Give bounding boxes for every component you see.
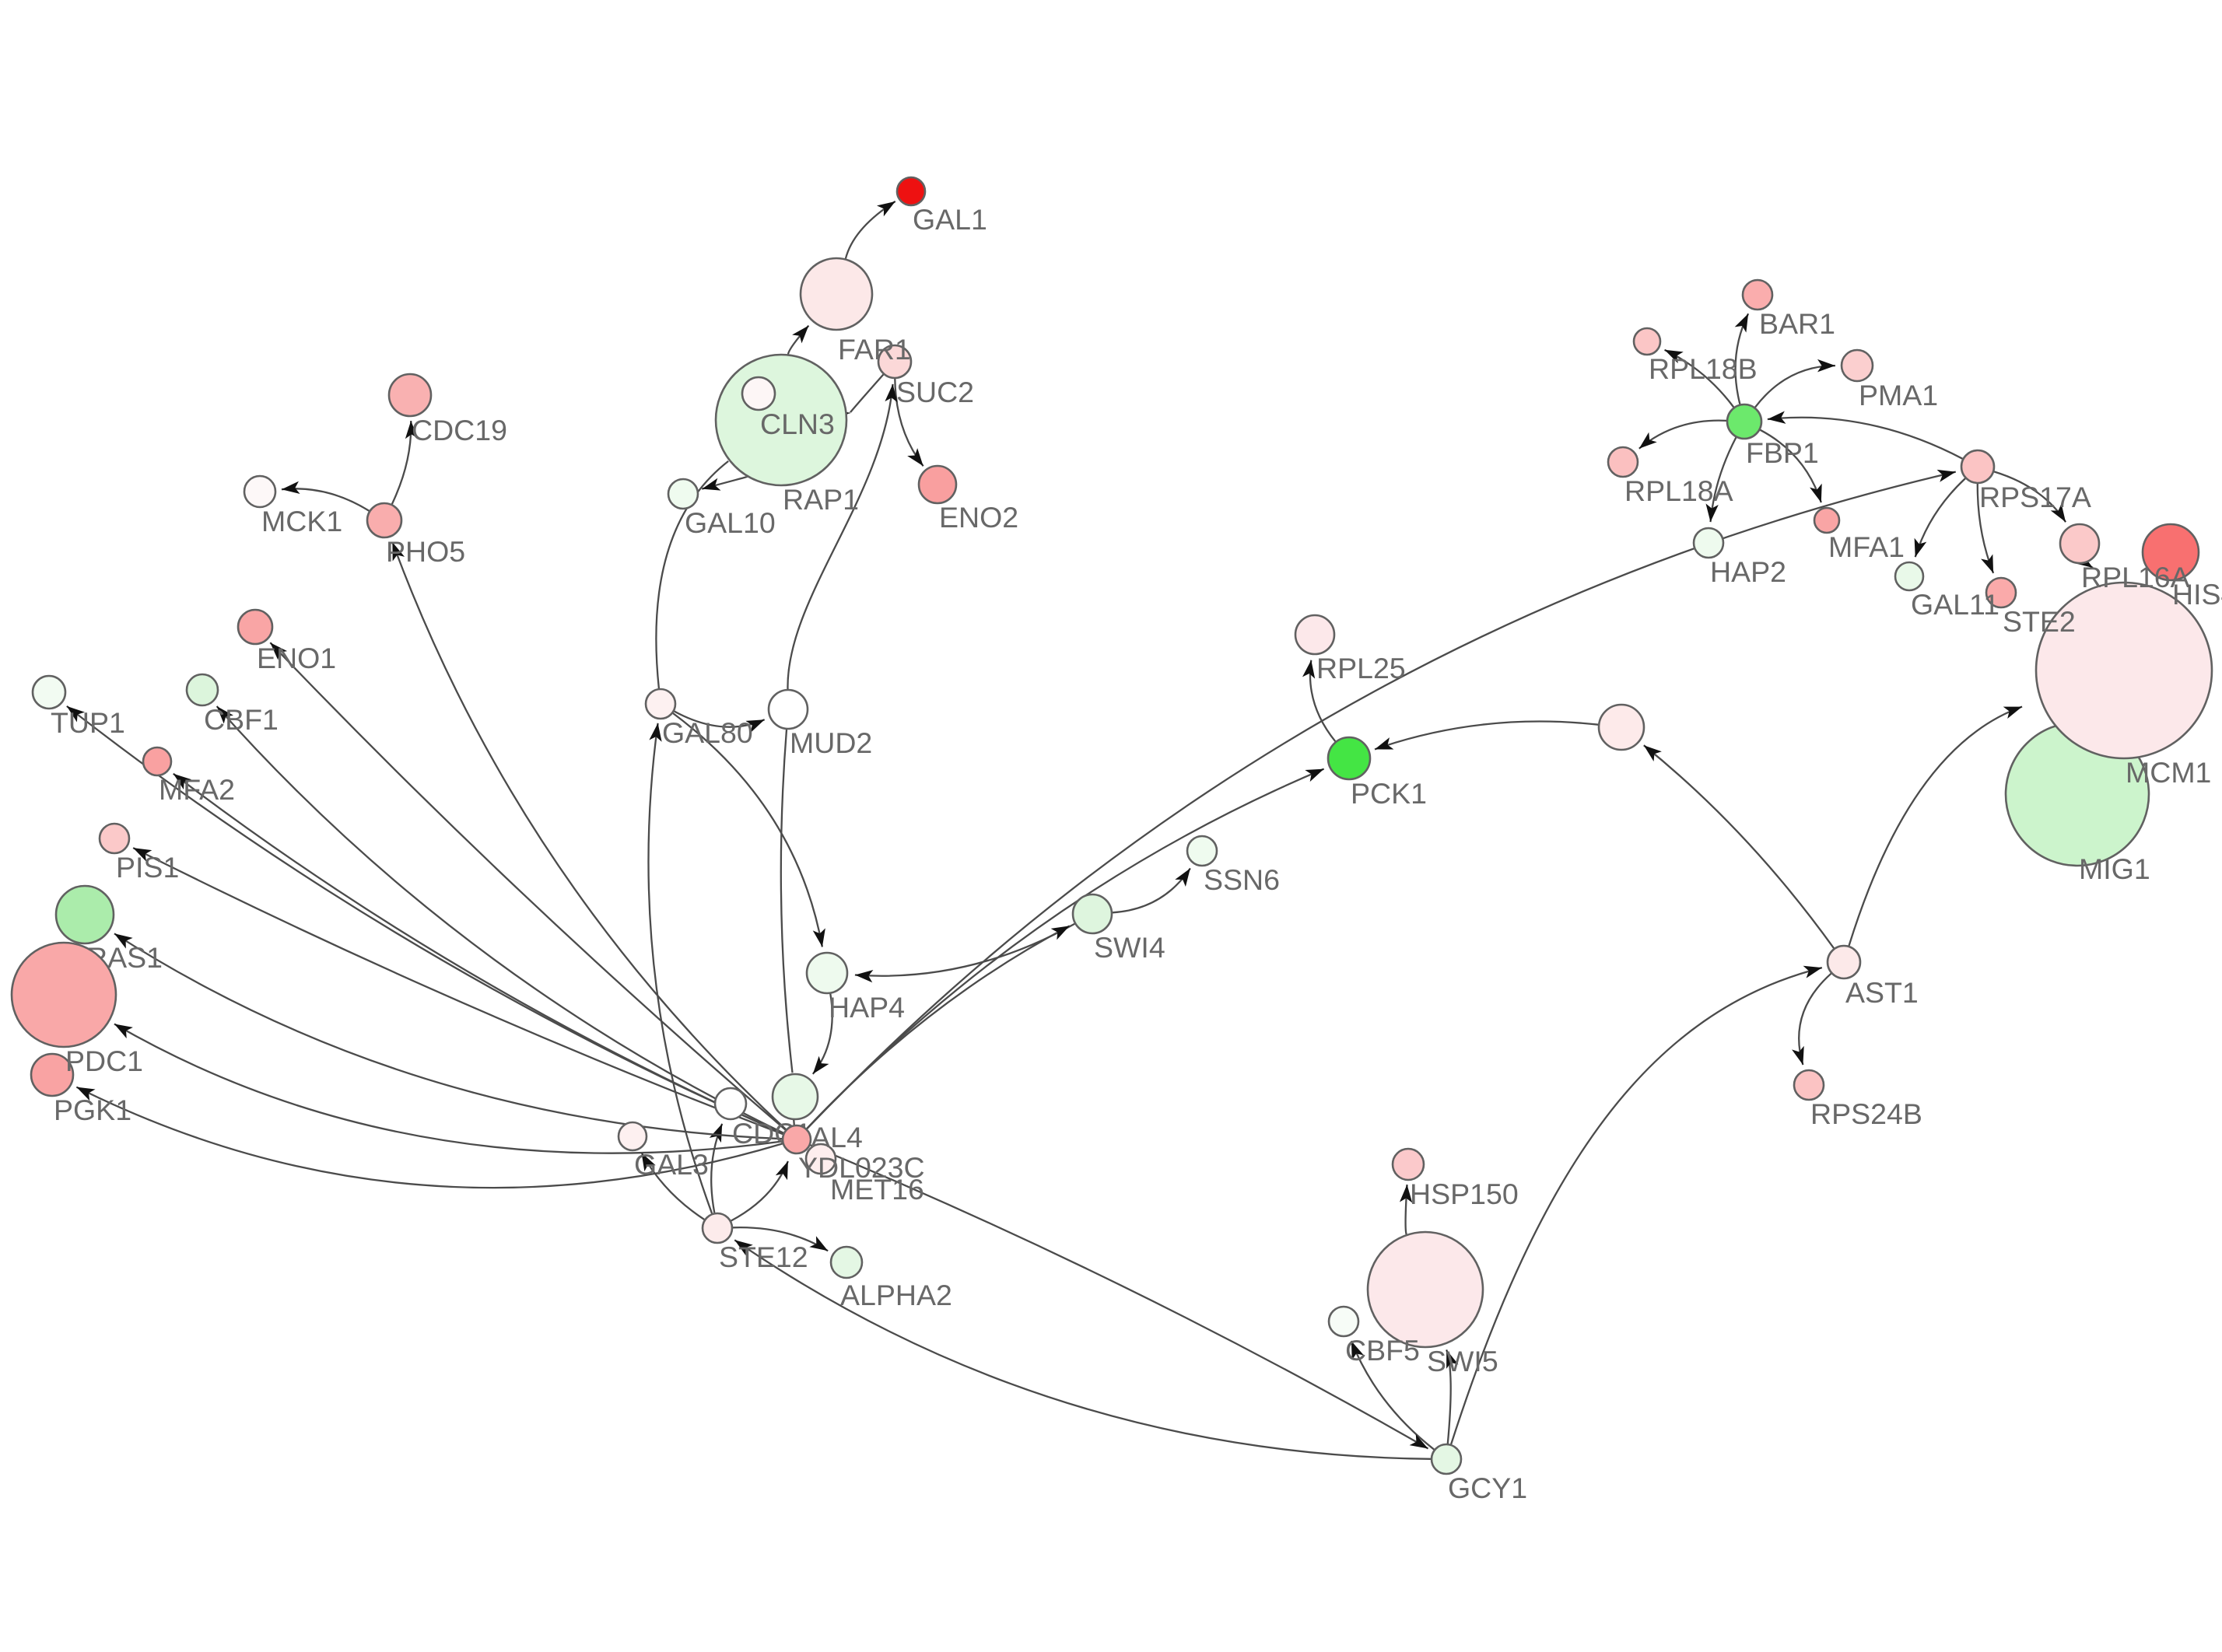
svg-text:RPL25: RPL25 [1316,652,1406,684]
svg-text:PGK1: PGK1 [54,1094,131,1126]
svg-text:RPL16A: RPL16A [2081,561,2190,593]
svg-text:RPS17A: RPS17A [1979,481,2091,513]
svg-text:PCK1: PCK1 [1351,777,1427,810]
svg-text:SWI4: SWI4 [1094,931,1165,964]
svg-text:RPS24B: RPS24B [1810,1097,1922,1130]
svg-text:SUC2: SUC2 [896,376,974,408]
svg-text:MFA2: MFA2 [159,773,235,806]
svg-text:SSN6: SSN6 [1204,863,1280,896]
svg-text:MCM1: MCM1 [2126,756,2211,789]
svg-text:GAL80: GAL80 [662,716,753,749]
svg-text:PMA1: PMA1 [1859,379,1938,411]
svg-text:TUP1: TUP1 [51,706,125,739]
svg-text:GAL11: GAL11 [1911,588,1999,621]
svg-text:PDC1: PDC1 [65,1045,143,1077]
svg-text:GAL3: GAL3 [634,1148,709,1181]
svg-text:AST1: AST1 [1845,976,1919,1009]
svg-text:MFA1: MFA1 [1828,530,1905,563]
svg-text:ENO2: ENO2 [939,501,1018,534]
svg-text:CDC19: CDC19 [412,414,507,446]
svg-text:ALPHA2: ALPHA2 [840,1279,952,1311]
svg-text:MET16: MET16 [830,1173,924,1206]
svg-text:STE12: STE12 [719,1241,808,1273]
svg-text:RPL18A: RPL18A [1624,474,1733,507]
svg-text:HSP150: HSP150 [1410,1178,1519,1210]
svg-text:MCK1: MCK1 [261,505,342,537]
svg-text:HAP2: HAP2 [1710,555,1786,588]
svg-text:GAL10: GAL10 [685,506,776,539]
svg-text:FBP1: FBP1 [1746,436,1819,469]
svg-text:ENO1: ENO1 [257,642,336,674]
svg-text:RAP1: RAP1 [783,483,859,516]
svg-text:CBF5: CBF5 [1345,1334,1420,1367]
svg-text:RPL18B: RPL18B [1649,352,1758,385]
svg-text:FAR1: FAR1 [838,333,911,366]
svg-text:STE2: STE2 [2003,605,2076,638]
svg-text:BAR1: BAR1 [1759,307,1835,340]
svg-text:PIS1: PIS1 [116,851,179,884]
svg-text:SWI5: SWI5 [1427,1345,1498,1377]
svg-text:MIG1: MIG1 [2079,852,2150,885]
svg-text:HIS4: HIS4 [2172,578,2222,611]
svg-text:PHO5: PHO5 [386,535,465,568]
svg-text:CLN3: CLN3 [760,408,835,440]
svg-text:YDL023C: YDL023C [798,1151,925,1184]
svg-text:CBF1: CBF1 [204,703,279,736]
svg-text:GCY1: GCY1 [1448,1472,1527,1504]
svg-text:HAP4: HAP4 [829,991,905,1024]
svg-text:MUD2: MUD2 [790,726,872,759]
svg-text:GAL1: GAL1 [913,203,987,236]
